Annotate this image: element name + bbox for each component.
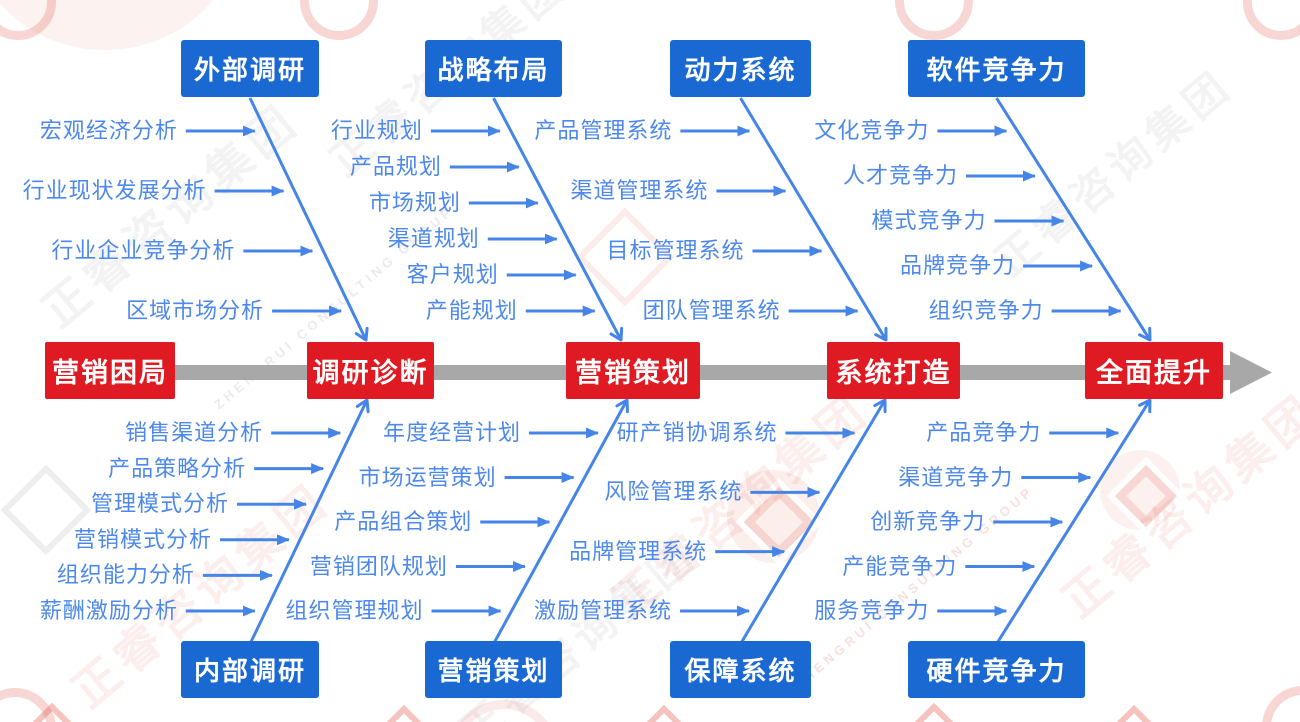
bone-item-label: 品牌管理系统	[569, 538, 708, 564]
bone-item-label: 风险管理系统	[604, 479, 743, 505]
branch-box: 战略布局	[425, 40, 562, 97]
bone-item-label: 渠道规划	[387, 226, 480, 251]
bone-item-label: 产品组合策划	[334, 509, 473, 534]
branch-box: 硬件竞争力	[908, 641, 1085, 698]
bone-item-label: 宏观经济分析	[39, 118, 178, 143]
branch-box: 外部调研	[181, 40, 319, 97]
spine-arrowhead-icon	[1230, 351, 1272, 394]
branch-diagonal	[248, 398, 370, 645]
stage-box: 系统打造	[827, 342, 960, 399]
bone-item-label: 团队管理系统	[642, 298, 781, 323]
bone-item-label: 渠道管理系统	[570, 178, 709, 203]
bone-item-label: 文化竞争力	[814, 118, 930, 143]
bone-item-label: 创新竞争力	[870, 509, 986, 534]
stage-box: 营销策划	[566, 342, 700, 399]
bone-item-label: 产能竞争力	[842, 553, 958, 579]
branch-diagonal	[995, 398, 1152, 645]
bone-item-label: 营销团队规划	[309, 553, 448, 579]
bone-item-label: 组织竞争力	[928, 298, 1044, 323]
branch-diagonal	[995, 97, 1152, 342]
branch-box: 保障系统	[670, 641, 811, 698]
bone-item-label: 品牌竞争力	[900, 253, 1016, 278]
bone-item-label: 市场规划	[368, 190, 461, 215]
branch-box: 内部调研	[181, 641, 319, 698]
bone-item-label: 组织能力分析	[56, 562, 195, 588]
bone-item-label: 行业企业竞争分析	[51, 238, 236, 263]
stage-box: 营销困局	[45, 342, 175, 399]
bone-item-label: 服务竞争力	[814, 598, 930, 623]
branch-diagonal	[739, 97, 888, 342]
stage-box: 全面提升	[1085, 342, 1223, 399]
bone-item-label: 模式竞争力	[871, 208, 987, 233]
branch-diagonal	[492, 398, 629, 645]
bone-item-label: 管理模式分析	[91, 491, 230, 517]
bone-item-label: 市场运营策划	[358, 464, 497, 490]
bone-item-label: 区域市场分析	[126, 298, 265, 323]
branch-box: 动力系统	[670, 40, 811, 97]
bone-item-label: 行业规划	[330, 118, 423, 143]
bone-item-label: 激励管理系统	[534, 598, 673, 623]
branch-diagonal	[492, 97, 624, 342]
branch-box: 营销策划	[425, 641, 562, 698]
bone-item-label: 营销模式分析	[73, 526, 212, 552]
bone-item-label: 产品管理系统	[534, 118, 673, 143]
bone-item-label: 销售渠道分析	[125, 420, 264, 445]
bone-item-label: 产品竞争力	[926, 420, 1042, 445]
bone-item-label: 产能规划	[425, 298, 518, 323]
branch-diagonal	[248, 97, 369, 342]
bone-item-label: 渠道竞争力	[898, 464, 1014, 490]
bone-item-label: 组织管理规划	[285, 598, 424, 623]
bone-item-label: 产品规划	[349, 154, 442, 179]
stage-box: 调研诊断	[307, 342, 434, 399]
bone-item-label: 客户规划	[406, 262, 499, 287]
bone-item-label: 研产销协调系统	[616, 420, 778, 445]
bone-item-label: 目标管理系统	[606, 238, 745, 263]
bone-item-label: 年度经营计划	[382, 420, 521, 445]
bone-item-label: 产品策略分析	[108, 455, 247, 481]
branch-diagonal	[739, 398, 887, 645]
bone-item-label: 人才竞争力	[842, 163, 958, 188]
bone-item-label: 薪酬激励分析	[39, 598, 178, 623]
bone-item-label: 行业现状发展分析	[22, 178, 207, 203]
branch-box: 软件竞争力	[908, 40, 1085, 97]
